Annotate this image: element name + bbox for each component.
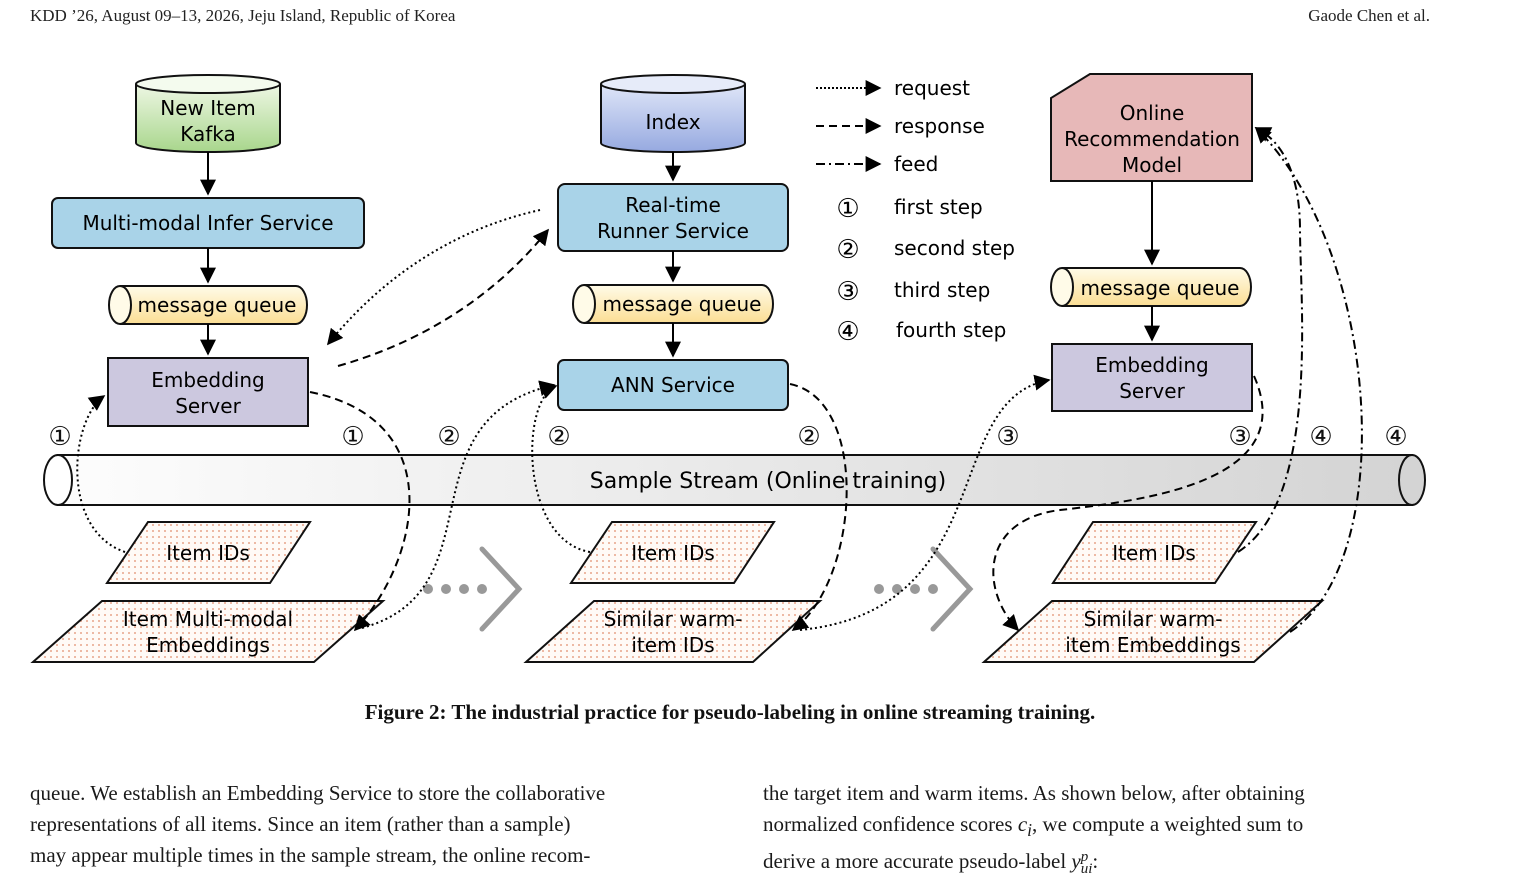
model-label-3: Model xyxy=(1122,153,1182,177)
flow-chevron-2 xyxy=(874,546,974,632)
legend-step1-marker: ① xyxy=(836,194,859,224)
item-ids-1: Item IDs xyxy=(105,521,312,584)
body-right-line-3-pre: derive a more accurate pseudo-label xyxy=(763,849,1072,874)
legend-feed: feed xyxy=(894,152,938,176)
body-right-line-1: the target item and warm items. As shown… xyxy=(763,781,1305,805)
item-ids-3: Item IDs xyxy=(1051,521,1258,584)
body-left-line-1: queue. We establish an Embedding Service… xyxy=(30,781,606,805)
sample-stream: Sample Stream (Online training) xyxy=(43,454,1426,506)
model-label-2: Recommendation xyxy=(1064,127,1240,151)
step-marker-3a: ③ xyxy=(996,422,1019,452)
emb-server1-label-1: Embedding xyxy=(151,368,264,392)
math-y-sup: p xyxy=(1080,849,1089,866)
item-multimodal-embeddings: Item Multi-modal Embeddings xyxy=(30,600,386,663)
legend-step3: third step xyxy=(894,278,990,302)
pipeline-figure: Sample Stream (Online training) New Item… xyxy=(30,73,1426,663)
step-marker-4b: ④ xyxy=(1384,422,1407,452)
running-header-left: KDD ’26, August 09–13, 2026, Jeju Island… xyxy=(30,6,456,25)
item-ids-2-label: Item IDs xyxy=(631,541,715,565)
stream-label: Sample Stream (Online training) xyxy=(590,469,946,494)
step-marker-2c: ② xyxy=(797,422,820,452)
runner-label-1: Real-time xyxy=(625,193,721,217)
index-label: Index xyxy=(645,110,700,134)
out2-label-2: item IDs xyxy=(631,633,714,657)
kafka-label-2: Kafka xyxy=(180,122,236,146)
legend-response: response xyxy=(894,114,985,138)
item-ids-2: Item IDs xyxy=(569,521,776,584)
embedding-server-2: Embedding Server xyxy=(1051,343,1253,412)
step-markers: ① ① ② ② ② ③ ③ ④ ④ xyxy=(48,422,1407,452)
legend-step4: fourth step xyxy=(896,318,1006,342)
legend-request: request xyxy=(894,76,970,100)
mq3-label: message queue xyxy=(1081,276,1240,300)
message-queue-3: message queue xyxy=(1050,267,1252,307)
body-left-line-3: may appear multiple times in the sample … xyxy=(30,843,591,867)
item-ids-1-label: Item IDs xyxy=(166,541,250,565)
emb-server1-label-2: Server xyxy=(175,394,241,418)
message-queue-1: message queue xyxy=(108,285,308,325)
math-y-sub: ui xyxy=(1080,861,1093,877)
mq1-label: message queue xyxy=(138,293,297,317)
math-y: y xyxy=(1071,849,1081,874)
out2-label-1: Similar warm- xyxy=(604,607,743,631)
body-column-left: queue. We establish an Embedding Service… xyxy=(30,778,700,871)
body-right-line-3-post: : xyxy=(1092,849,1099,874)
message-queue-2: message queue xyxy=(572,284,774,324)
emb-server2-label-1: Embedding xyxy=(1095,353,1208,377)
running-header-right: Gaode Chen et al. xyxy=(1308,6,1430,25)
step-marker-2b: ② xyxy=(547,422,570,452)
emb-server2-label-2: Server xyxy=(1119,379,1185,403)
math-c-sub: i xyxy=(1027,820,1033,841)
embedding-server-1: Embedding Server xyxy=(107,357,309,427)
body-right-line-2: normalized confidence scores ci, we comp… xyxy=(763,809,1433,846)
step-marker-3b: ③ xyxy=(1228,422,1251,452)
out1-label-2: Embeddings xyxy=(146,633,270,657)
legend-step1: first step xyxy=(894,195,983,219)
online-recommendation-model: Online Recommendation Model xyxy=(1050,73,1253,182)
mq2-label: message queue xyxy=(603,292,762,316)
figure-caption: Figure 2: The industrial practice for ps… xyxy=(364,700,1096,724)
infer-service-label: Multi-modal Infer Service xyxy=(82,211,333,235)
step-marker-1b: ① xyxy=(341,422,364,452)
model-label-1: Online xyxy=(1120,101,1185,125)
legend-step3-marker: ③ xyxy=(836,277,859,307)
out3-label-1: Similar warm- xyxy=(1084,607,1223,631)
similar-warm-item-ids: Similar warm- item IDs xyxy=(523,600,823,663)
runner-label-2: Runner Service xyxy=(597,219,749,243)
step-marker-1a: ① xyxy=(48,422,71,452)
step-marker-2a: ② xyxy=(437,422,460,452)
index-db: Index xyxy=(600,74,746,153)
out1-label-1: Item Multi-modal xyxy=(123,607,293,631)
legend-step2-marker: ② xyxy=(836,235,859,265)
step-marker-4a: ④ xyxy=(1309,422,1332,452)
ann-service: ANN Service xyxy=(557,359,789,411)
realtime-runner-service: Real-time Runner Service xyxy=(557,183,789,252)
kafka-label-1: New Item xyxy=(160,96,256,120)
body-right-line-2-post: , we compute a weighted sum to xyxy=(1032,812,1304,836)
legend: request response feed ① first step ② sec… xyxy=(816,76,1015,347)
similar-warm-item-embeddings: Similar warm- item Embeddings xyxy=(981,600,1325,663)
item-ids-3-label: Item IDs xyxy=(1112,541,1196,565)
body-column-right: the target item and warm items. As shown… xyxy=(763,778,1433,877)
legend-step2: second step xyxy=(894,236,1015,260)
legend-step4-marker: ④ xyxy=(836,317,859,347)
multimodal-infer-service: Multi-modal Infer Service xyxy=(51,197,365,249)
flow-chevron-1 xyxy=(423,546,523,632)
body-right-line-2-pre: normalized confidence scores xyxy=(763,812,1018,836)
math-c: c xyxy=(1017,812,1028,836)
ann-service-label: ANN Service xyxy=(611,373,735,397)
body-left-line-2: representations of all items. Since an i… xyxy=(30,812,571,836)
new-item-kafka-db: New Item Kafka xyxy=(135,74,281,153)
out3-label-2: item Embeddings xyxy=(1065,633,1240,657)
